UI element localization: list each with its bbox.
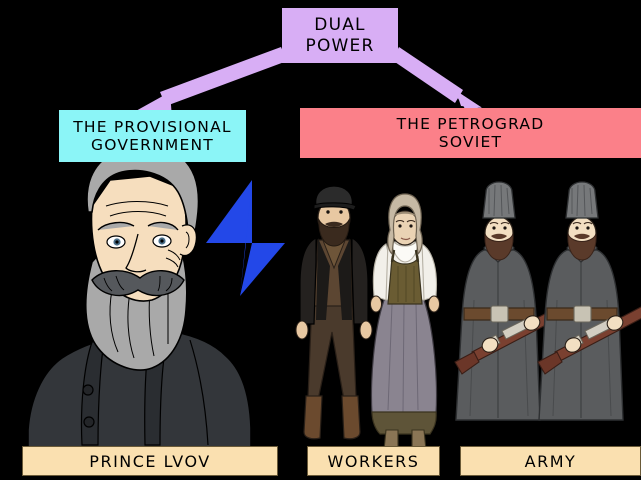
- soldier-two: [537, 181, 641, 421]
- dual-power-line-2: POWER: [305, 35, 375, 56]
- caption-army-label: ARMY: [524, 451, 577, 471]
- arrow-to-petrograd-soviet: [392, 47, 482, 111]
- lightning-bolt: [206, 180, 285, 296]
- worker-man: [295, 185, 373, 440]
- node-dual-power: DUAL POWER: [282, 8, 398, 63]
- caption-prince-lvov: PRINCE LVOV: [22, 446, 278, 476]
- provisional-government-line-2: GOVERNMENT: [91, 136, 214, 154]
- caption-workers: WORKERS: [307, 446, 440, 476]
- prince-lvov-portrait: [27, 145, 252, 456]
- petrograd-soviet-line-1: THE PETROGRAD: [396, 114, 545, 133]
- dual-power-line-1: DUAL: [314, 15, 366, 36]
- caption-workers-label: WORKERS: [327, 451, 420, 471]
- worker-woman: [370, 193, 440, 453]
- petrograd-soviet-line-2: SOVIET: [438, 133, 503, 151]
- node-petrograd-soviet: THE PETROGRAD SOVIET: [300, 108, 641, 158]
- node-provisional-government: THE PROVISIONAL GOVERNMENT: [59, 110, 246, 162]
- provisional-government-line-1: THE PROVISIONAL: [73, 117, 232, 136]
- caption-prince-lvov-label: PRINCE LVOV: [89, 451, 211, 471]
- caption-army: ARMY: [460, 446, 641, 476]
